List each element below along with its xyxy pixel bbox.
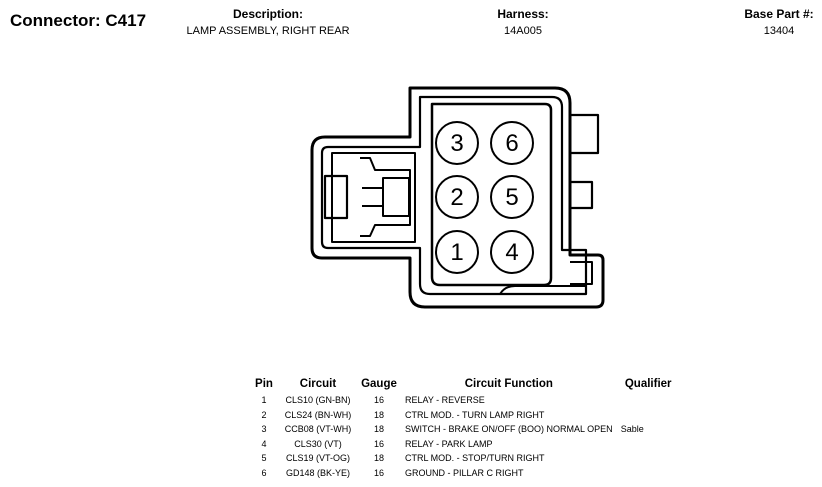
housing-inner bbox=[320, 95, 588, 296]
row-pin: 4 bbox=[261, 438, 267, 449]
table-row: 6 GD148 (BK-YE) 16 GROUND - PILLAR C RIG… bbox=[249, 466, 680, 481]
description-value: LAMP ASSEMBLY, RIGHT REAR bbox=[186, 25, 350, 37]
connector-title: Connector: C417 bbox=[10, 11, 147, 30]
latch-outer bbox=[331, 152, 416, 243]
header-circuit: Circuit bbox=[299, 378, 337, 390]
pin-circle bbox=[490, 121, 534, 165]
row-function: CTRL MOD. - TURN LAMP RIGHT bbox=[405, 409, 545, 420]
pin-circle bbox=[435, 230, 479, 274]
row-function: GROUND - PILLAR C RIGHT bbox=[405, 467, 524, 478]
pin-table: Pin Circuit Gauge Circuit Function Quali… bbox=[249, 378, 680, 480]
pin-number: 3 bbox=[450, 130, 463, 157]
row-qualifier bbox=[617, 466, 680, 481]
row-circuit: GD148 (BK-YE) bbox=[285, 467, 351, 478]
rib-top bbox=[570, 113, 600, 155]
table-row: 1 CLS10 (GN-BN) 16 RELAY - REVERSE bbox=[249, 393, 680, 408]
row-qualifier bbox=[617, 437, 680, 452]
table-row: 3 CCB08 (VT-WH) 18 SWITCH - BRAKE ON/OFF… bbox=[249, 422, 680, 437]
latch-slot bbox=[360, 157, 411, 237]
row-gauge: 16 bbox=[373, 395, 384, 406]
row-gauge: 16 bbox=[373, 438, 384, 449]
pin-number: 5 bbox=[505, 184, 518, 211]
pin-1: 1 bbox=[435, 230, 479, 274]
row-function: CTRL MOD. - STOP/TURN RIGHT bbox=[405, 453, 545, 464]
row-pin: 6 bbox=[261, 467, 267, 478]
row-pin: 3 bbox=[261, 424, 267, 435]
pin-4: 4 bbox=[490, 230, 534, 274]
bottom-lip bbox=[499, 285, 586, 295]
row-qualifier bbox=[617, 451, 680, 466]
header-circuit-function: Circuit Function bbox=[464, 378, 553, 390]
rib-middle bbox=[570, 180, 594, 210]
harness-value: 14A005 bbox=[504, 25, 542, 37]
housing-outer bbox=[310, 86, 605, 309]
row-qualifier bbox=[617, 408, 680, 423]
latch-tab bbox=[323, 174, 349, 220]
row-qualifier: Sable bbox=[620, 424, 644, 435]
header-pin: Pin bbox=[255, 378, 273, 390]
row-function: SWITCH - BRAKE ON/OFF (BOO) NORMAL OPEN bbox=[405, 424, 613, 435]
pin-number: 1 bbox=[450, 239, 463, 266]
header-gauge: Gauge bbox=[361, 378, 397, 390]
table-row: 2 CLS24 (BN-WH) 18 CTRL MOD. - TURN LAMP… bbox=[249, 408, 680, 423]
row-gauge: 18 bbox=[373, 453, 384, 464]
row-circuit: CLS24 (BN-WH) bbox=[284, 409, 352, 420]
pin-2: 2 bbox=[435, 175, 479, 219]
row-circuit: CLS30 (VT) bbox=[294, 438, 342, 449]
row-circuit: CCB08 (VT-WH) bbox=[284, 424, 352, 435]
table-row: 5 CLS19 (VT-OG) 18 CTRL MOD. - STOP/TURN… bbox=[249, 451, 680, 466]
row-circuit: CLS10 (GN-BN) bbox=[285, 395, 351, 406]
row-function: RELAY - REVERSE bbox=[405, 395, 485, 406]
row-function: RELAY - PARK LAMP bbox=[405, 438, 493, 449]
pin-6: 6 bbox=[490, 121, 534, 165]
pin-number: 4 bbox=[505, 239, 518, 266]
pin-circle bbox=[490, 230, 534, 274]
rib-bottom-inner bbox=[570, 261, 593, 285]
row-pin: 5 bbox=[261, 453, 267, 464]
row-gauge: 18 bbox=[373, 409, 384, 420]
pin-circle bbox=[435, 175, 479, 219]
pin-cavity bbox=[430, 102, 553, 287]
row-gauge: 18 bbox=[373, 424, 384, 435]
pin-5: 5 bbox=[490, 175, 534, 219]
base-part-label: Base Part #: bbox=[744, 7, 814, 21]
row-gauge: 16 bbox=[373, 467, 384, 478]
row-pin: 1 bbox=[261, 395, 267, 406]
pin-circle bbox=[435, 121, 479, 165]
harness-label: Harness: bbox=[497, 7, 549, 21]
pin-table-header: Pin Circuit Gauge Circuit Function Quali… bbox=[249, 378, 680, 393]
row-pin: 2 bbox=[261, 409, 267, 420]
description-label: Description: bbox=[232, 7, 303, 21]
pin-circle bbox=[490, 175, 534, 219]
latch-key bbox=[382, 177, 410, 217]
pin-number: 2 bbox=[450, 184, 463, 211]
pin-3: 3 bbox=[435, 121, 479, 165]
pin-number: 6 bbox=[505, 130, 518, 157]
table-row: 4 CLS30 (VT) 16 RELAY - PARK LAMP bbox=[249, 437, 680, 452]
pin-layer: 3 6 2 5 1 4 bbox=[435, 121, 534, 274]
header-qualifier: Qualifier bbox=[624, 378, 672, 390]
row-qualifier bbox=[617, 393, 680, 408]
connector-diagram: 3 6 2 5 1 4 bbox=[310, 86, 605, 309]
base-part-value: 13404 bbox=[763, 25, 795, 37]
row-circuit: CLS19 (VT-OG) bbox=[285, 453, 350, 464]
